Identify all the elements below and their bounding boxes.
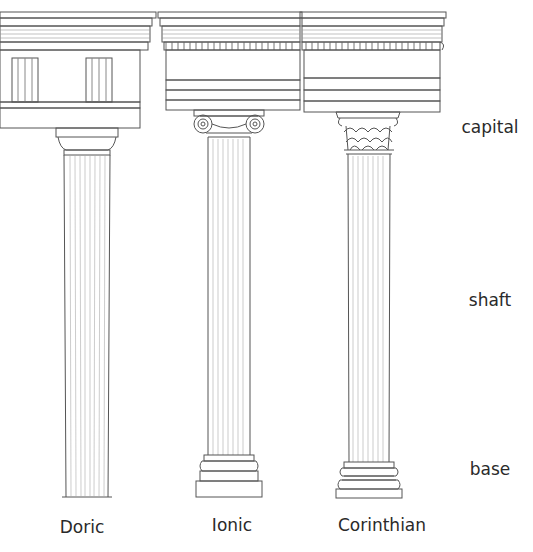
doric-column [56,128,118,497]
corinthian-entablature [300,12,446,112]
order-name: Ionic [212,515,252,535]
order-name: Doric [60,517,105,537]
part-label: base [470,459,511,479]
doric-entablature [0,12,156,128]
corinthian-column [336,112,402,498]
order-name: Corinthian [338,515,426,535]
ionic-entablature [158,12,302,110]
part-label: capital [461,117,518,137]
part-label: shaft [469,290,511,310]
ionic-column [194,110,264,497]
